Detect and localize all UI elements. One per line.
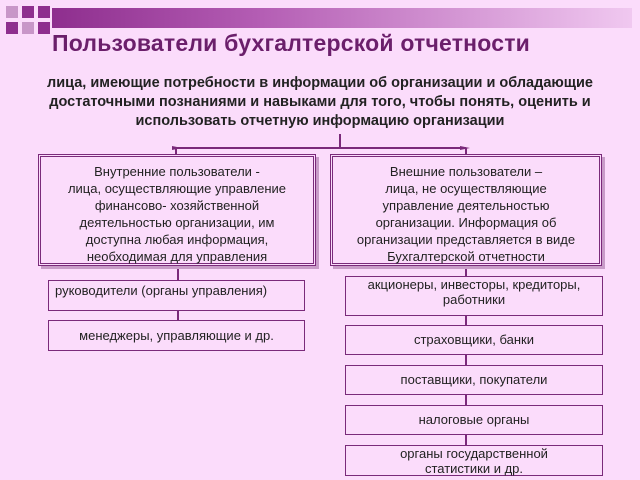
external-item-shareholders: акционеры, инвесторы, кредиторы, работни… bbox=[345, 276, 603, 316]
decor-gradient-bar bbox=[52, 8, 632, 28]
external-line: организации представляется в виде bbox=[356, 232, 576, 247]
external-item-statistics: органы государственной статистики и др. bbox=[345, 445, 603, 476]
internal-item-label: менеджеры, управляющие и др. bbox=[79, 328, 274, 343]
internal-line: необходимая для управления bbox=[86, 249, 268, 264]
external-item-label: налоговые органы bbox=[418, 412, 530, 427]
external-item-tax: налоговые органы bbox=[345, 405, 603, 435]
external-users-box: Внешние пользователи – лица, не осуществ… bbox=[330, 154, 602, 266]
external-item-label: органы государственной статистики и др. bbox=[400, 446, 548, 476]
external-item-label: поставщики, покупатели bbox=[400, 372, 548, 387]
decor-square bbox=[38, 6, 50, 18]
internal-line: лица, осуществляющие управление bbox=[67, 181, 287, 196]
definition-text: лица, имеющие потребности в информации о… bbox=[47, 75, 593, 129]
decor-square bbox=[22, 22, 34, 34]
page-title: Пользователи бухгалтерской отчетности bbox=[52, 30, 531, 56]
decor-square bbox=[6, 6, 18, 18]
external-item-insurers: страховщики, банки bbox=[345, 325, 603, 355]
decor-square bbox=[22, 6, 34, 18]
decor-square bbox=[6, 22, 18, 34]
internal-users-box: Внутренние пользователи - лица, осуществ… bbox=[38, 154, 316, 266]
internal-item-managers: менеджеры, управляющие и др. bbox=[48, 320, 305, 351]
internal-line: Внутренние пользователи - bbox=[94, 164, 260, 179]
internal-item-managers-bodies: руководители (органы управления) bbox=[48, 280, 305, 311]
external-line: организации. Информация об bbox=[375, 215, 557, 230]
external-item-label: страховщики, банки bbox=[413, 332, 535, 347]
internal-item-label: руководители (органы управления) bbox=[55, 283, 268, 298]
external-item-label: акционеры, инвесторы, кредиторы, работни… bbox=[367, 277, 581, 307]
decor-square bbox=[38, 22, 50, 34]
external-line: управление деятельностью bbox=[382, 198, 550, 213]
internal-line: деятельностью организации, им bbox=[79, 215, 275, 230]
internal-line: доступна любая информация, bbox=[85, 232, 269, 247]
external-line: Бухгалтерской отчетности bbox=[387, 249, 545, 264]
external-item-suppliers: поставщики, покупатели bbox=[345, 365, 603, 395]
internal-line: финансово- хозяйственной bbox=[94, 198, 260, 213]
external-line: лица, не осуществляющие bbox=[385, 181, 547, 196]
external-line: Внешние пользователи – bbox=[389, 164, 543, 179]
